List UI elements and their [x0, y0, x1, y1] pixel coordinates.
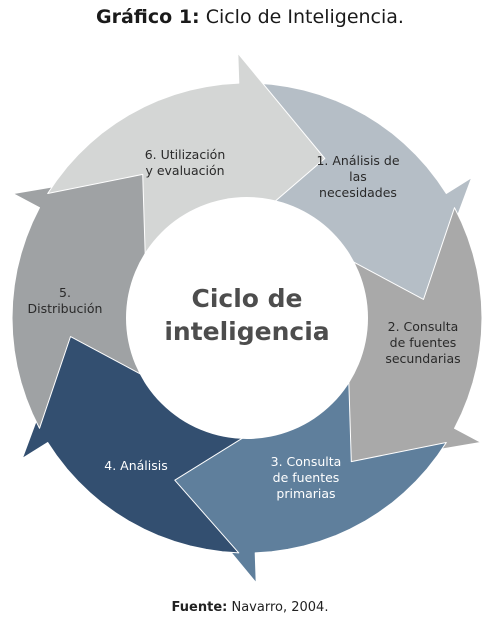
stage-3-label-line-1: 3. Consulta	[271, 454, 342, 469]
stage-1-label-line-1: 1. Análisis de	[316, 153, 399, 168]
figure-caption: Gráfico 1: Ciclo de Inteligencia.	[0, 6, 500, 28]
stage-2-label-line-3: secundarias	[385, 351, 460, 366]
stage-1-label-line-3: necesidades	[319, 185, 397, 200]
stage-4-label-line-1: 4. Análisis	[104, 458, 167, 473]
stage-5-label-line-2: Distribución	[28, 301, 103, 316]
stage-6-label-line-1: 6. Utilización	[145, 147, 226, 162]
stage-2-label-line-1: 2. Consulta	[388, 319, 459, 334]
stage-6-label-line-2: y evaluación	[145, 163, 224, 178]
stage-1-label-line-2: las	[349, 169, 367, 184]
center-circle	[126, 197, 368, 439]
source-label: Fuente:	[171, 600, 228, 615]
caption-label: Gráfico 1:	[96, 6, 200, 28]
center-title-line2: inteligencia	[164, 317, 329, 346]
stage-3-label-line-2: de fuentes	[273, 470, 340, 485]
figure-source: Fuente: Navarro, 2004.	[0, 600, 500, 615]
stage-3-label-line-3: primarias	[276, 486, 335, 501]
center-title-line1: Ciclo de	[191, 284, 302, 313]
source-text: Navarro, 2004.	[231, 600, 329, 615]
caption-title: Ciclo de Inteligencia.	[205, 6, 404, 28]
stage-2-label-line-2: de fuentes	[390, 335, 457, 350]
stage-5-label-line-1: 5.	[59, 285, 71, 300]
